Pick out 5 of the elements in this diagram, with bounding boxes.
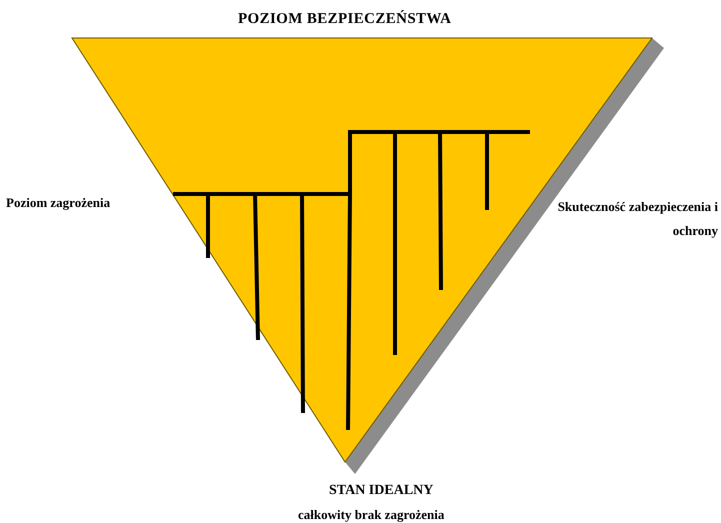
label-text: STAN IDEALNY bbox=[329, 482, 434, 500]
label-text: POZIOM BEZPIECZEŃSTWA bbox=[238, 9, 452, 29]
label-text: całkowity brak zagrożenia bbox=[298, 506, 444, 523]
label-text: Skuteczność zabezpieczenia i ochrony bbox=[556, 198, 718, 240]
label-text: Poziom zagrożenia bbox=[6, 194, 110, 212]
